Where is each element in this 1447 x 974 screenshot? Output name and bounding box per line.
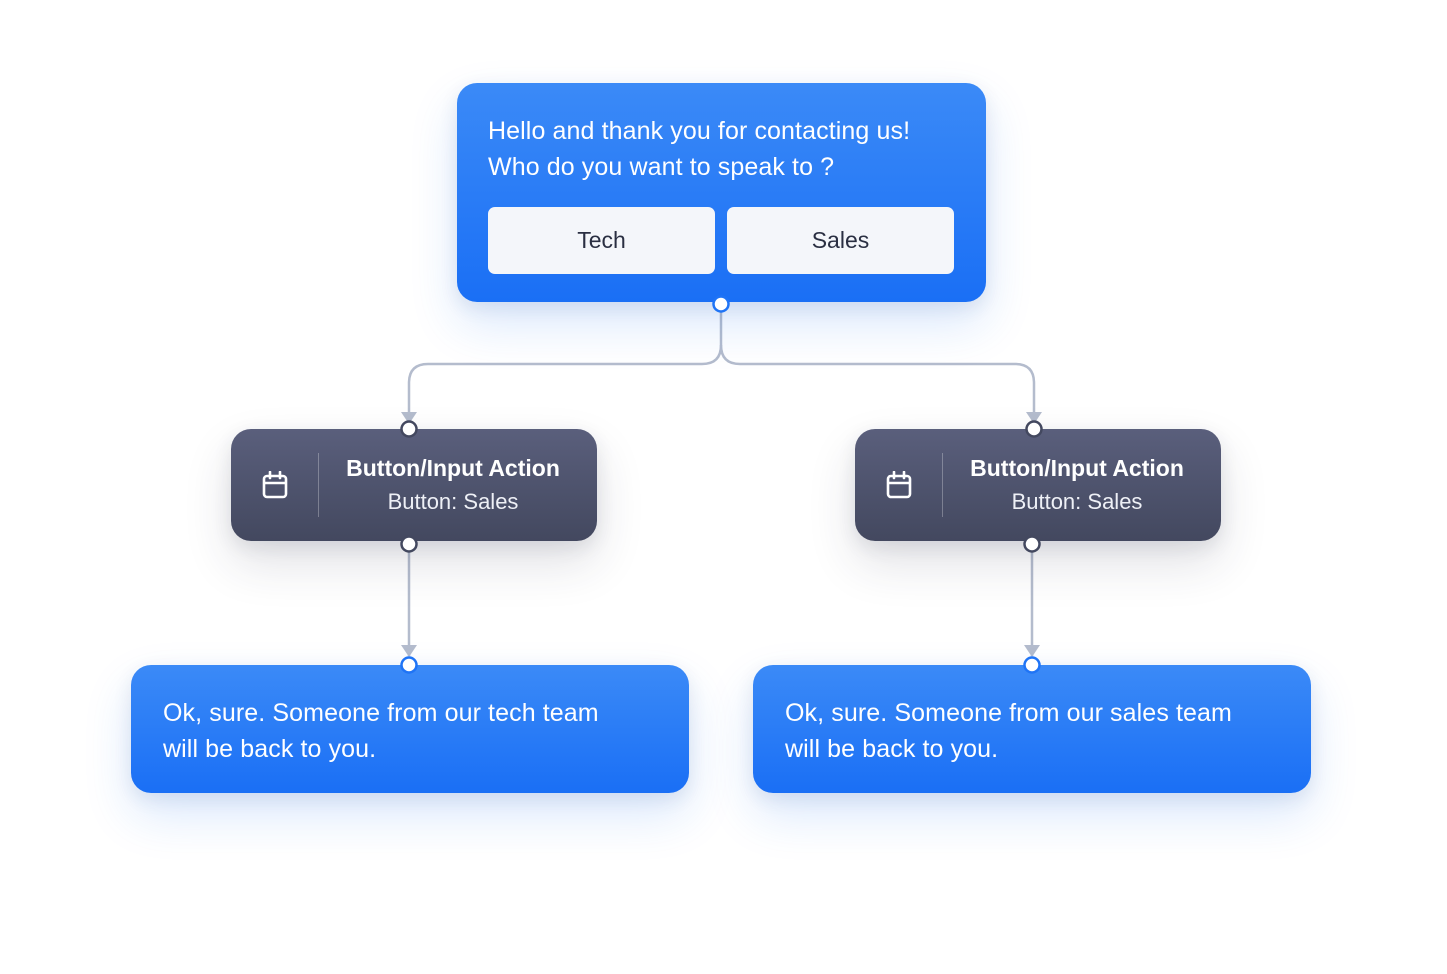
arrowhead-right-action: [1026, 412, 1042, 424]
tech-button[interactable]: Tech: [488, 207, 715, 274]
action-icon-cell: [231, 453, 319, 517]
action-subtitle: Button: Sales: [387, 489, 519, 514]
action-text: Button/Input Action Button: Sales: [943, 451, 1221, 519]
choice-buttons: Tech Sales: [488, 207, 954, 274]
action-subtitle: Button: Sales: [1011, 489, 1143, 514]
button-input-action-card-right[interactable]: Button/Input Action Button: Sales: [855, 429, 1221, 541]
sales-reply-card[interactable]: Ok, sure. Someone from our sales team wi…: [753, 665, 1311, 793]
action-text: Button/Input Action Button: Sales: [319, 451, 597, 519]
arrowhead-sales-reply: [1024, 645, 1040, 657]
button-input-action-card-left[interactable]: Button/Input Action Button: Sales: [231, 429, 597, 541]
arrowhead-left-action: [401, 412, 417, 424]
calendar-icon: [886, 471, 911, 499]
action-title: Button/Input Action: [346, 455, 560, 481]
tech-reply-text: Ok, sure. Someone from our tech team wil…: [163, 699, 599, 763]
tech-reply-card[interactable]: Ok, sure. Someone from our tech team wil…: [131, 665, 689, 793]
arrowhead-tech-reply: [401, 645, 417, 657]
sales-reply-text: Ok, sure. Someone from our sales team wi…: [785, 699, 1232, 763]
connector-root-to-right-action: [719, 344, 1036, 421]
action-icon-cell: [855, 453, 943, 517]
root-message-text: Hello and thank you for contacting us! W…: [488, 117, 911, 181]
root-message-card[interactable]: Hello and thank you for contacting us! W…: [457, 83, 986, 302]
sales-button[interactable]: Sales: [727, 207, 954, 274]
action-title: Button/Input Action: [970, 455, 1184, 481]
calendar-icon: [262, 471, 287, 499]
connector-root-to-left-action: [407, 304, 723, 421]
